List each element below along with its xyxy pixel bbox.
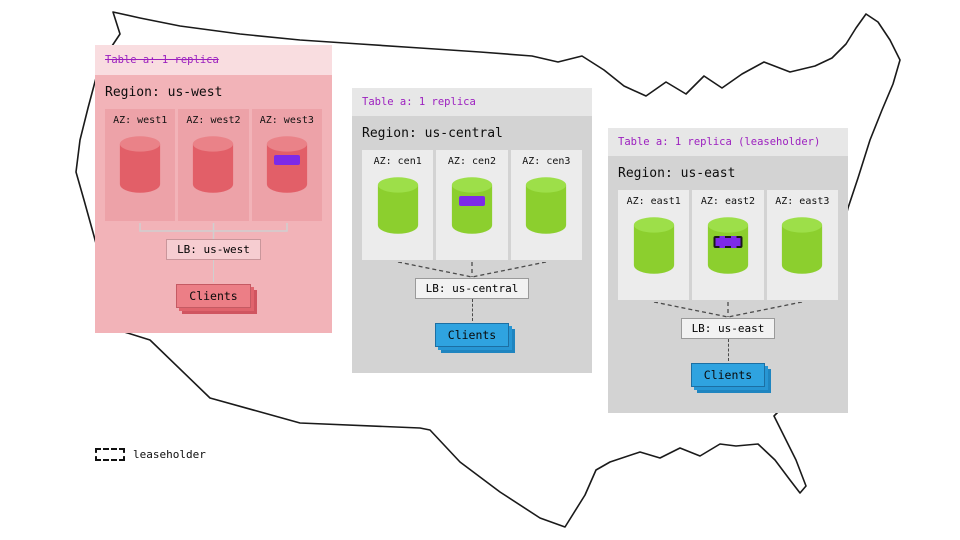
region-panel-us-east: Table a: 1 replica (leaseholder) Region:… xyxy=(608,128,848,413)
legend: leaseholder xyxy=(95,448,206,461)
az-to-lb-connector xyxy=(139,223,288,239)
az-label: AZ: west1 xyxy=(113,115,168,126)
database-cylinder-icon xyxy=(120,136,161,193)
az-label: AZ: cen1 xyxy=(373,156,422,167)
load-balancer-box: LB: us-east xyxy=(680,318,776,339)
az-label: AZ: cen3 xyxy=(522,156,571,167)
clients-box: Clients xyxy=(176,284,251,308)
az-row: AZ: west1 AZ: west2 AZ: west3 xyxy=(105,109,322,221)
az-box-cen1: AZ: cen1 xyxy=(362,150,434,260)
leaseholder-legend-swatch xyxy=(95,448,125,461)
table-replica-header-us-west: Table a: 1 replica xyxy=(95,45,332,75)
table-replica-header-us-central: Table a: 1 replica xyxy=(352,88,592,116)
database-cylinder-icon xyxy=(451,177,493,234)
region-title: Region: us-east xyxy=(618,166,736,181)
table-replica-label: Table a: 1 replica (leaseholder) xyxy=(618,136,821,148)
database-cylinder-icon xyxy=(193,136,234,193)
database-cylinder-icon xyxy=(633,217,674,274)
az-box-cen2: AZ: cen2 xyxy=(436,150,508,260)
lb-to-clients-line xyxy=(213,260,214,282)
region-panel-us-west: Table a: 1 replica Region: us-west AZ: w… xyxy=(95,45,332,333)
clients-box: Clients xyxy=(690,363,766,387)
az-box-east1: AZ: east1 xyxy=(618,190,690,300)
az-label: AZ: east1 xyxy=(626,196,681,207)
load-balancer-box: LB: us-west xyxy=(166,239,261,260)
az-box-cen3: AZ: cen3 xyxy=(510,150,582,260)
database-cylinder-icon xyxy=(377,177,418,234)
az-box-east2: AZ: east2 xyxy=(692,190,764,300)
table-replica-header-us-east: Table a: 1 replica (leaseholder) xyxy=(608,128,848,156)
az-label: AZ: west3 xyxy=(259,115,314,126)
az-label: AZ: cen2 xyxy=(447,156,497,167)
az-row: AZ: east1 AZ: east2 AZ: east3 xyxy=(618,190,838,300)
leaseholder-marker xyxy=(713,236,743,248)
az-label: AZ: east2 xyxy=(700,196,756,207)
database-cylinder-icon xyxy=(782,217,823,274)
az-box-east3: AZ: east3 xyxy=(766,190,838,300)
az-box-west2: AZ: west2 xyxy=(178,109,249,221)
region-title: Region: us-central xyxy=(362,126,503,141)
lb-to-clients-line xyxy=(471,299,473,321)
az-row: AZ: cen1 AZ: cen2 AZ: cen3 xyxy=(362,150,582,260)
database-cylinder-icon xyxy=(526,177,567,234)
az-to-lb-connector xyxy=(397,262,547,278)
clients-box: Clients xyxy=(434,323,510,347)
table-replica-label: Table a: 1 replica xyxy=(362,96,476,108)
az-label: AZ: east3 xyxy=(775,196,830,207)
az-box-west3: AZ: west3 xyxy=(251,109,322,221)
replica-marker xyxy=(458,196,485,206)
load-balancer-box: LB: us-central xyxy=(414,278,530,299)
az-to-lb-connector xyxy=(653,302,803,318)
region-panel-us-central: Table a: 1 replica Region: us-central AZ… xyxy=(352,88,592,373)
leaseholder-legend-label: leaseholder xyxy=(133,448,206,461)
az-box-west1: AZ: west1 xyxy=(105,109,176,221)
az-label: AZ: west2 xyxy=(186,115,241,126)
database-cylinder-icon xyxy=(266,136,307,193)
region-title: Region: us-west xyxy=(105,85,223,100)
lb-to-clients-line xyxy=(727,339,729,361)
table-replica-label: Table a: 1 replica xyxy=(105,54,219,66)
replica-marker xyxy=(273,155,300,165)
